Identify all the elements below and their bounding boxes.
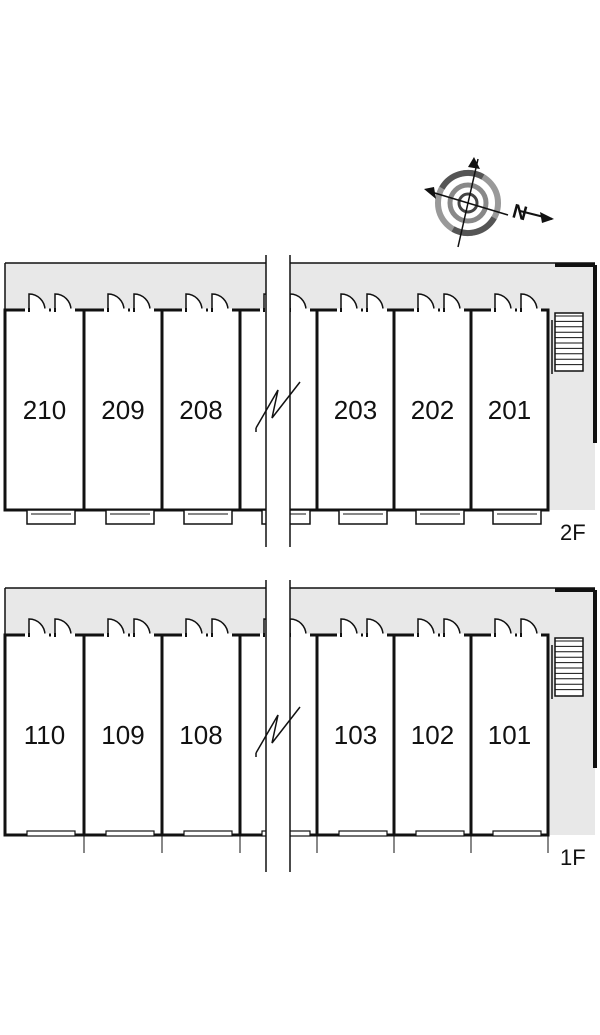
stair-landing xyxy=(548,263,595,510)
unit: 209 xyxy=(101,293,155,525)
unit-number: 101 xyxy=(488,720,531,750)
unit-number: 203 xyxy=(334,395,377,425)
balcony xyxy=(183,509,233,525)
unit: 102 xyxy=(411,618,472,853)
floor-2f: 210 209 208 203 202 201 2F xyxy=(3,255,597,547)
door-icon xyxy=(28,618,46,636)
unit: 203 xyxy=(334,293,388,525)
unit-number: 102 xyxy=(411,720,454,750)
break-gap xyxy=(266,255,290,547)
door-icon xyxy=(107,293,125,311)
door-icon xyxy=(520,293,538,311)
door-icon xyxy=(494,618,512,636)
compass-rose-icon: N xyxy=(424,157,554,248)
unit-number: 202 xyxy=(411,395,454,425)
door-icon xyxy=(185,293,203,311)
unit-number: 109 xyxy=(101,720,144,750)
door-icon xyxy=(54,293,72,311)
break-symbol xyxy=(255,255,301,547)
door-icon xyxy=(107,618,125,636)
stair-block xyxy=(554,312,584,372)
window xyxy=(492,830,542,837)
balcony xyxy=(26,509,76,525)
stair-landing xyxy=(548,588,595,835)
unit: 110 xyxy=(24,618,85,853)
break-symbol xyxy=(255,580,301,872)
door-icon xyxy=(340,293,358,311)
door-icon xyxy=(340,618,358,636)
door-icon xyxy=(28,293,46,311)
balcony xyxy=(492,509,542,525)
door-icon xyxy=(211,618,229,636)
door-icon xyxy=(366,293,384,311)
window xyxy=(415,830,465,837)
window xyxy=(183,830,233,837)
unit: 210 xyxy=(23,293,76,525)
floor-1f: 110 109 108 103 102 101 1F xyxy=(3,580,597,872)
door-icon xyxy=(185,618,203,636)
unit: 208 xyxy=(179,293,233,525)
window xyxy=(338,830,388,837)
door-icon xyxy=(54,618,72,636)
door-icon xyxy=(443,293,461,311)
door-icon xyxy=(133,293,151,311)
break-gap xyxy=(266,580,290,872)
balcony xyxy=(105,509,155,525)
window xyxy=(105,830,155,837)
stair-block xyxy=(554,637,584,697)
unit: 101 xyxy=(488,618,549,853)
door-icon xyxy=(133,618,151,636)
unit: 202 xyxy=(411,293,465,525)
stairs xyxy=(551,637,584,699)
floor-label: 1F xyxy=(560,845,586,870)
unit: 109 xyxy=(101,618,163,853)
unit-number: 210 xyxy=(23,395,66,425)
north-label: N xyxy=(510,200,530,225)
unit-number: 208 xyxy=(179,395,222,425)
floor-label: 2F xyxy=(560,520,586,545)
door-icon xyxy=(417,293,435,311)
stairs xyxy=(551,312,584,374)
door-icon xyxy=(520,618,538,636)
door-icon xyxy=(443,618,461,636)
unit-number: 110 xyxy=(24,720,65,750)
unit-number: 108 xyxy=(179,720,222,750)
balcony xyxy=(415,509,465,525)
door-icon xyxy=(211,293,229,311)
break-zigzag xyxy=(255,381,301,429)
unit: 201 xyxy=(488,293,542,525)
unit-number: 201 xyxy=(488,395,531,425)
balcony xyxy=(338,509,388,525)
window xyxy=(26,830,76,837)
door-icon xyxy=(494,293,512,311)
unit: 103 xyxy=(334,618,395,853)
door-icon xyxy=(417,618,435,636)
door-icon xyxy=(366,618,384,636)
break-zigzag xyxy=(255,706,301,754)
unit: 108 xyxy=(179,618,241,853)
unit-number: 209 xyxy=(101,395,144,425)
unit-number: 103 xyxy=(334,720,377,750)
